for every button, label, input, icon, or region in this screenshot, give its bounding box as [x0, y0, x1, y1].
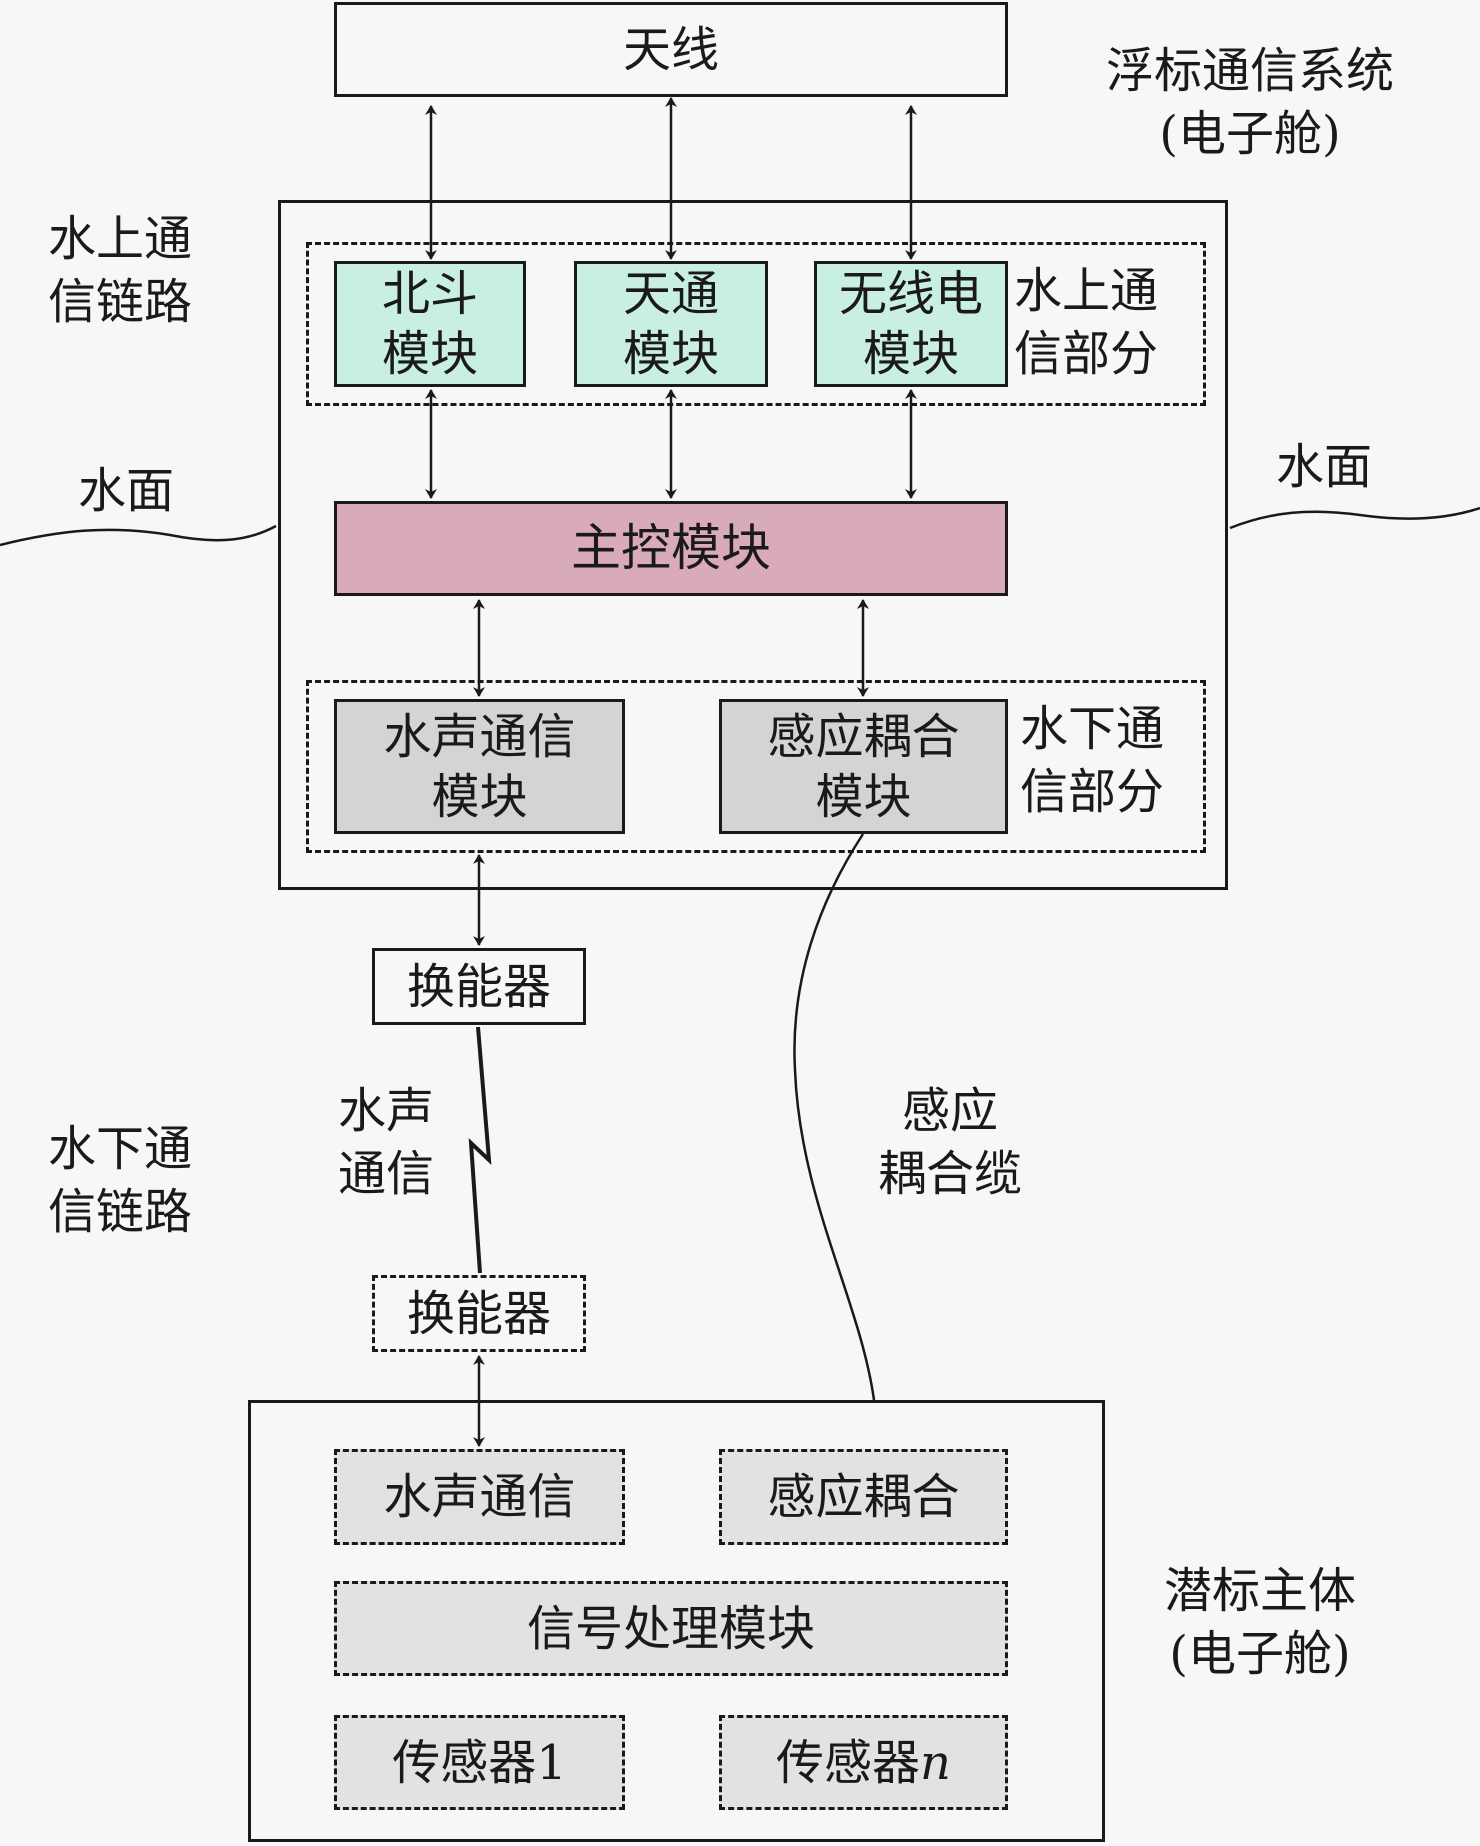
signal-processing-module: 信号处理模块 — [334, 1581, 1008, 1676]
main-control-module: 主控模块 — [334, 501, 1008, 596]
above-water-comm-group — [306, 242, 1206, 406]
underwater-part-label: 水下通 信部分 — [1020, 701, 1165, 821]
subsurface-body-box — [248, 1400, 1105, 1842]
water-surface-right-label: 水面 — [1276, 439, 1373, 495]
radio-module: 无线电模块 — [814, 261, 1008, 387]
water-surface-right-wave — [1229, 506, 1480, 530]
transducer-bottom: 换能器 — [372, 1275, 586, 1352]
sensor-n: 传感器n — [719, 1715, 1008, 1810]
acoustic-comm-label: 水声 通信 — [338, 1083, 435, 1203]
induction-cable-label: 感应 耦合缆 — [877, 1083, 1022, 1203]
acoustic-comm-module: 水声通信模块 — [334, 699, 625, 834]
subsurface-label: 潜标主体 (电子舱) — [1163, 1563, 1356, 1683]
induction-coupling-module: 感应耦合模块 — [719, 699, 1008, 834]
above-water-link-label: 水上通 信链路 — [48, 211, 193, 331]
antenna-box: 天线 — [334, 2, 1008, 97]
underwater-link-label: 水下通 信链路 — [48, 1121, 193, 1241]
above-water-part-label: 水上通 信部分 — [1014, 263, 1159, 383]
water-surface-left-label: 水面 — [78, 463, 175, 519]
water-surface-left-wave — [0, 524, 277, 547]
transducer-top: 换能器 — [372, 948, 586, 1025]
acoustic-link-lightning — [468, 1026, 492, 1274]
beidou-module: 北斗模块 — [334, 261, 526, 387]
tiantong-module: 天通模块 — [574, 261, 768, 387]
sensor-1: 传感器1 — [334, 1715, 625, 1810]
buoy-electronics-box — [278, 200, 1228, 890]
antenna-label: 天线 — [622, 21, 719, 78]
induction-coupling-cable — [793, 833, 876, 1401]
underwater-comm-group — [306, 680, 1206, 853]
buoy-system-label: 浮标通信系统 (电子舱) — [1105, 43, 1394, 163]
subsurface-induction-coupling: 感应耦合 — [719, 1449, 1008, 1545]
subsurface-acoustic-comm: 水声通信 — [334, 1449, 625, 1545]
